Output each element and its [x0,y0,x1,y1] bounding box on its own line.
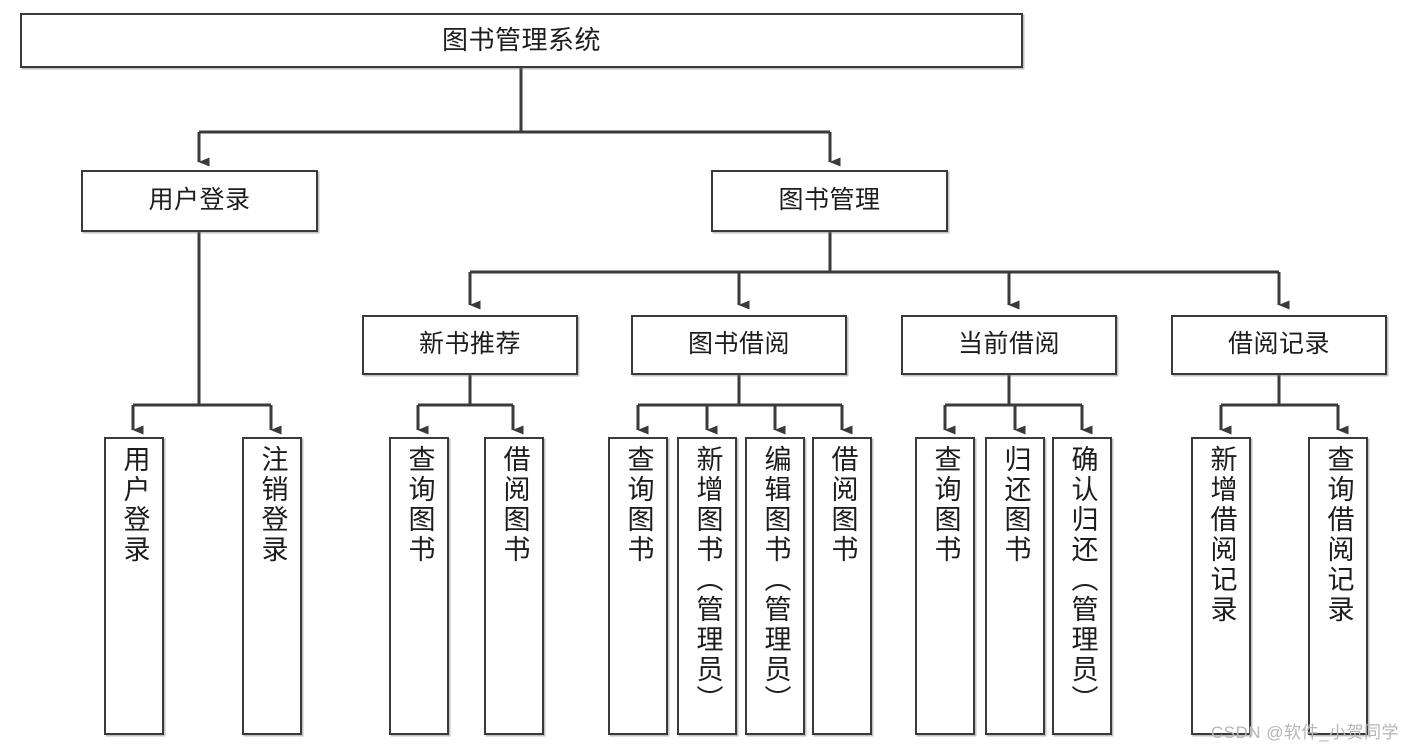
leaf-recommend-query-book[interactable]: 查询图书 [389,437,449,735]
leaf-current-query-book[interactable]: 查询图书 [915,437,975,735]
node-label: 编辑图书（管理员） [760,445,791,715]
node-label: 确认归还（管理员） [1067,445,1098,715]
leaf-recommend-borrow-book[interactable]: 借阅图书 [484,437,544,735]
node-label: 新增图书（管理员） [692,445,723,715]
node-label: 当前借阅 [957,330,1060,359]
node-label: 图书管理 [778,186,881,215]
node-borrow-record[interactable]: 借阅记录 [1171,315,1387,375]
node-label: 查询借阅记录 [1323,445,1354,625]
node-book-borrow[interactable]: 图书借阅 [631,315,847,375]
leaf-borrow-borrow-book[interactable]: 借阅图书 [812,437,872,735]
leaf-current-return-book[interactable]: 归还图书 [985,437,1045,735]
node-label: 用户登录 [148,186,251,215]
leaf-user-login-logout[interactable]: 注销登录 [242,437,302,735]
node-label: 新书推荐 [418,330,521,359]
node-label: 查询图书 [404,445,435,565]
node-root-system[interactable]: 图书管理系统 [20,13,1023,68]
node-book-management[interactable]: 图书管理 [711,170,948,232]
leaf-user-login-login[interactable]: 用户登录 [104,437,164,735]
node-label: 查询图书 [623,445,654,565]
leaf-borrow-edit-book-admin[interactable]: 编辑图书（管理员） [745,437,805,735]
node-label: 借阅图书 [499,445,530,565]
node-label: 借阅记录 [1227,330,1330,359]
node-label: 图书借阅 [687,330,790,359]
node-label: 用户登录 [119,445,150,565]
leaf-record-add-record[interactable]: 新增借阅记录 [1191,437,1251,735]
node-new-book-recommend[interactable]: 新书推荐 [362,315,578,375]
node-label: 注销登录 [257,445,288,565]
leaf-record-query-record[interactable]: 查询借阅记录 [1308,437,1368,735]
node-label: 借阅图书 [827,445,858,565]
leaf-borrow-add-book-admin[interactable]: 新增图书（管理员） [677,437,737,735]
node-label: 查询图书 [930,445,961,565]
node-current-borrow[interactable]: 当前借阅 [901,315,1117,375]
watermark-text: CSDN @软件_小贺同学 [1210,723,1399,742]
leaf-borrow-query-book[interactable]: 查询图书 [608,437,668,735]
node-user-login[interactable]: 用户登录 [81,170,318,232]
node-label: 归还图书 [1000,445,1031,565]
node-label: 图书管理系统 [441,25,601,56]
node-label: 新增借阅记录 [1206,445,1237,625]
leaf-current-confirm-return-admin[interactable]: 确认归还（管理员） [1052,437,1112,735]
